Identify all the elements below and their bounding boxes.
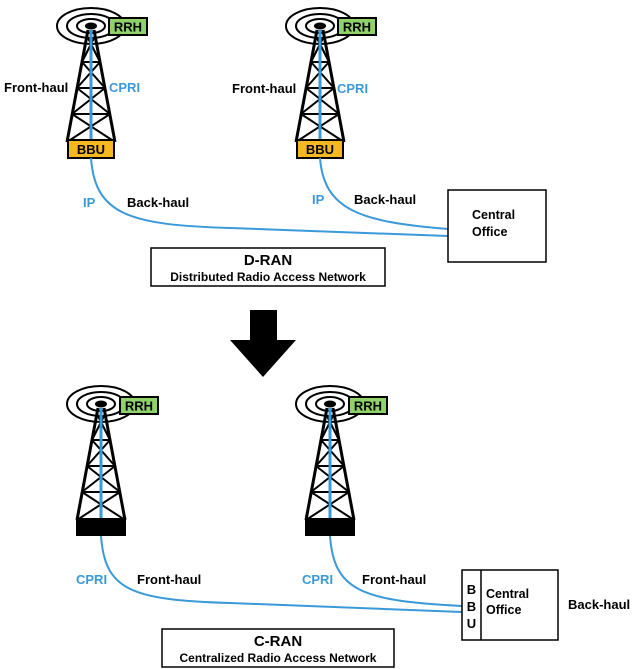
central-office-label-line2: Office [472, 225, 507, 239]
cran-subtitle: Centralized Radio Access Network [180, 651, 377, 665]
backhaul-link [90, 157, 449, 237]
dran-subtitle: Distributed Radio Access Network [170, 270, 366, 284]
dran-tower-1: RRH BBU Front-haul CPRI IP Back-haul [4, 6, 189, 210]
cran-section: RRH CPRI Front-haul RRH CPRI Front-haul … [65, 384, 630, 668]
rrh-label: RRH [343, 20, 371, 35]
cpri-label: CPRI [337, 81, 368, 96]
backhaul-link [319, 157, 449, 230]
tower-base [305, 518, 355, 536]
cpri-label: CPRI [302, 572, 333, 587]
bbu-letter: B [467, 582, 476, 597]
rrh-box [348, 396, 388, 415]
central-office-label-line1: Central [472, 208, 515, 222]
cran-central-office: B B U Central Office [461, 569, 559, 641]
backhaul-label: Back-haul [354, 192, 416, 207]
cran-title-box: C-RAN Centralized Radio Access Network [161, 628, 395, 668]
bbu-label: BBU [306, 142, 334, 157]
rrh-box [108, 17, 148, 36]
bbu-letter: U [467, 616, 476, 631]
tower-base [76, 518, 126, 536]
rrh-box [337, 17, 377, 36]
rrh-label: RRH [125, 399, 153, 414]
cpri-label: CPRI [76, 572, 107, 587]
dran-central-office: Central Office [447, 189, 547, 263]
fronthaul-label: Front-haul [137, 572, 201, 587]
dran-title-box: D-RAN Distributed Radio Access Network [150, 247, 386, 287]
fronthaul-link [329, 535, 463, 607]
bbu-label: BBU [77, 142, 105, 157]
rrh-label: RRH [354, 399, 382, 414]
title-box [161, 628, 395, 668]
backhaul-label: Back-haul [127, 195, 189, 210]
fronthaul-link [100, 535, 463, 613]
title-box [150, 247, 386, 287]
ip-label: IP [83, 195, 96, 210]
fronthaul-label: Front-haul [232, 81, 296, 96]
central-office-label-line2: Office [486, 603, 521, 617]
central-office-box [461, 569, 559, 641]
backhaul-label: Back-haul [568, 597, 630, 612]
rrh-box [119, 396, 159, 415]
cpri-label: CPRI [109, 80, 140, 95]
central-office-box [447, 189, 547, 263]
dran-section: RRH BBU Front-haul CPRI IP Back-haul RRH… [4, 6, 547, 287]
rrh-label: RRH [114, 20, 142, 35]
ip-label: IP [312, 192, 325, 207]
fronthaul-label: Front-haul [362, 572, 426, 587]
fronthaul-label: Front-haul [4, 80, 68, 95]
cran-title: C-RAN [254, 633, 302, 650]
cran-tower-1: RRH CPRI Front-haul [65, 384, 201, 587]
dran-tower-2: RRH BBU Front-haul CPRI IP Back-haul [232, 6, 416, 207]
bbu-letter: B [467, 599, 476, 614]
arrow-down-icon [230, 310, 296, 377]
central-office-label-line1: Central [486, 587, 529, 601]
cran-tower-2: RRH CPRI Front-haul [294, 384, 426, 587]
dran-title: D-RAN [244, 252, 292, 269]
